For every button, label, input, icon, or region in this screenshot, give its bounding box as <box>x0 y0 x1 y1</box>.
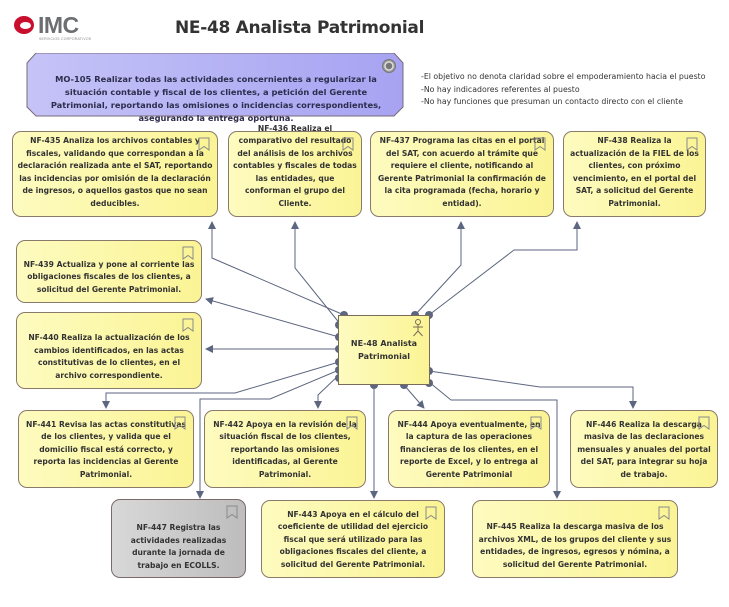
logo-text: IMC <box>38 12 79 38</box>
function-text: NF-441 Revisa las actas constitutivas de… <box>26 419 186 479</box>
bookmark-icon <box>346 416 358 430</box>
imc-ring-logo-icon <box>14 16 34 34</box>
observation-notes: -El objetivo no denota claridad sobre el… <box>421 71 706 109</box>
objective-box[interactable]: MO-105 Realizar todas las actividades co… <box>26 53 404 123</box>
logo-subtitle: SERVICIOS CORPORATIVOS <box>39 37 92 41</box>
target-icon <box>382 59 396 73</box>
function-text: NF-447 Registra las actividades realizad… <box>130 523 227 570</box>
function-text: NF-442 Apoya en la revisión de la situac… <box>213 419 357 479</box>
function-nf-439[interactable]: NF-439 Actualiza y pone al corriente las… <box>16 240 202 303</box>
actor-icon <box>413 319 423 337</box>
connector-nf447 <box>196 369 340 499</box>
imc-logo: IMC SERVICIOS CORPORATIVOS <box>14 12 104 42</box>
bookmark-icon <box>534 137 546 151</box>
bookmark-icon <box>530 416 542 430</box>
function-nf-444[interactable]: NF-444 Apoya eventualmente, en la captur… <box>388 410 550 488</box>
function-nf-447[interactable]: NF-447 Registra las actividades realizad… <box>111 499 246 578</box>
connector-nf435 <box>208 221 345 316</box>
function-nf-441[interactable]: NF-441 Revisa las actas constitutivas de… <box>18 410 194 488</box>
role-label: NE-48 Analista Patrimonial <box>350 339 418 361</box>
role-box[interactable]: NE-48 Analista Patrimonial <box>338 315 430 385</box>
connector-nf446 <box>428 370 637 409</box>
bookmark-icon <box>698 416 710 430</box>
connector-nf436 <box>291 221 342 326</box>
connector-nf444 <box>403 384 425 409</box>
function-text: NF-439 Actualiza y pone al corriente las… <box>23 259 195 294</box>
function-nf-435[interactable]: NF-435 Analiza los archivos contables y … <box>12 131 218 217</box>
function-text: NF-445 Realiza la descarga masiva de los… <box>478 522 672 569</box>
function-text: NF-438 Realiza la actualización de la FI… <box>570 136 699 208</box>
bookmark-icon <box>226 505 238 519</box>
bookmark-icon <box>342 137 354 151</box>
objective-text: MO-105 Realizar todas las actividades co… <box>50 74 382 123</box>
function-nf-440[interactable]: NF-440 Realiza la actualización de los c… <box>16 312 202 389</box>
connector-nf442 <box>314 374 340 409</box>
function-nf-437[interactable]: NF-437 Programa las citas en el portal d… <box>370 131 554 217</box>
function-nf-442[interactable]: NF-442 Apoya en la revisión de la situac… <box>204 410 366 488</box>
bookmark-icon <box>686 137 698 151</box>
bookmark-icon <box>198 137 210 151</box>
function-text: NF-440 Realiza la actualización de los c… <box>28 333 190 380</box>
connector-nf445 <box>428 381 561 499</box>
function-text: NF-437 Programa las citas en el portal d… <box>378 136 546 208</box>
page-title: NE-48 Analista Patrimonial <box>175 18 425 38</box>
function-text: NF-443 Apoya en el cálculo del coeficien… <box>277 509 429 569</box>
connector-nf439 <box>205 297 340 338</box>
function-text: NF-444 Apoya eventualmente, en la captur… <box>397 419 541 479</box>
function-text: NF-436 Realiza el comparativo del result… <box>233 123 357 208</box>
connector-nf437 <box>414 221 465 316</box>
bookmark-icon <box>182 318 194 332</box>
note-item: -No hay funciones que presuman un contac… <box>421 97 684 106</box>
note-item: -El objetivo no denota claridad sobre el… <box>421 72 706 81</box>
function-text: NF-446 Realiza la descarga masiva de las… <box>577 419 711 479</box>
function-nf-445[interactable]: NF-445 Realiza la descarga masiva de los… <box>472 500 678 578</box>
function-nf-438[interactable]: NF-438 Realiza la actualización de la FI… <box>563 131 706 217</box>
function-nf-446[interactable]: NF-446 Realiza la descarga masiva de las… <box>570 410 718 488</box>
bookmark-icon <box>425 506 437 520</box>
connector-nf441 <box>102 361 340 409</box>
bookmark-icon <box>174 416 186 430</box>
note-item: -No hay indicadores referentes al puesto <box>421 84 580 94</box>
bookmark-icon <box>182 246 194 260</box>
bookmark-icon <box>658 506 670 520</box>
objective-shape <box>26 53 404 117</box>
function-nf-436[interactable]: NF-436 Realiza el comparativo del result… <box>228 124 362 217</box>
function-text: NF-435 Analiza los archivos contables y … <box>17 136 213 208</box>
connector-nf438 <box>428 221 581 316</box>
function-nf-443[interactable]: NF-443 Apoya en el cálculo del coeficien… <box>261 500 445 578</box>
